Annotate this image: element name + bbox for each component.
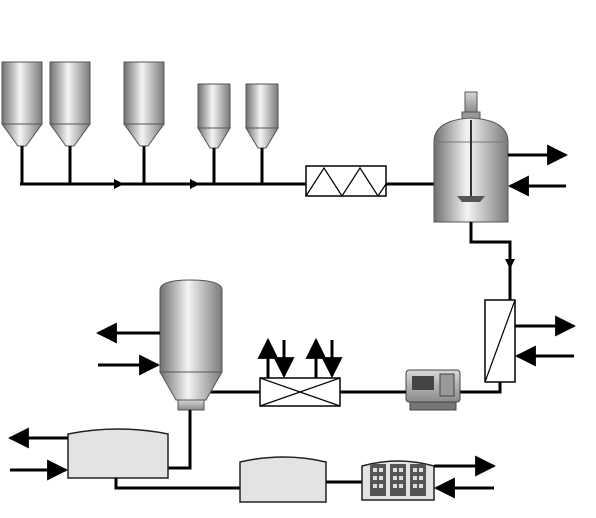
tower-to-tank-pipe <box>168 410 192 470</box>
tower-utility-lines <box>95 322 161 376</box>
press-utility-lines <box>433 455 497 499</box>
heat-exchanger <box>484 299 516 383</box>
filter-tank-1 <box>67 428 169 479</box>
silo-1 <box>1 61 43 147</box>
reactor-utility-lines <box>507 144 569 197</box>
tank-to-tank-pipe <box>114 478 240 490</box>
silo-5 <box>245 83 279 149</box>
exchanger-utility-lines <box>514 315 577 367</box>
silo-4 <box>197 83 231 149</box>
flow-arrow-icon <box>505 259 515 269</box>
spray-dryer-tower <box>159 279 223 411</box>
static-mixer <box>259 377 341 407</box>
flow-arrow-icon <box>114 179 200 189</box>
filter-tank-2 <box>239 456 327 503</box>
exchanger-to-pump-pipe <box>460 382 502 394</box>
screw-conveyor <box>305 165 387 198</box>
pump <box>405 369 461 411</box>
mixer-utility-lines <box>257 337 343 379</box>
silo-collector-piping <box>20 146 306 186</box>
silo-2 <box>49 61 91 147</box>
silo-3 <box>123 61 165 147</box>
plate-filter-press <box>361 460 435 501</box>
agitated-reactor <box>433 91 509 223</box>
reactor-to-exchanger-pipe <box>469 222 512 300</box>
tank-1-utility-lines <box>7 427 69 481</box>
